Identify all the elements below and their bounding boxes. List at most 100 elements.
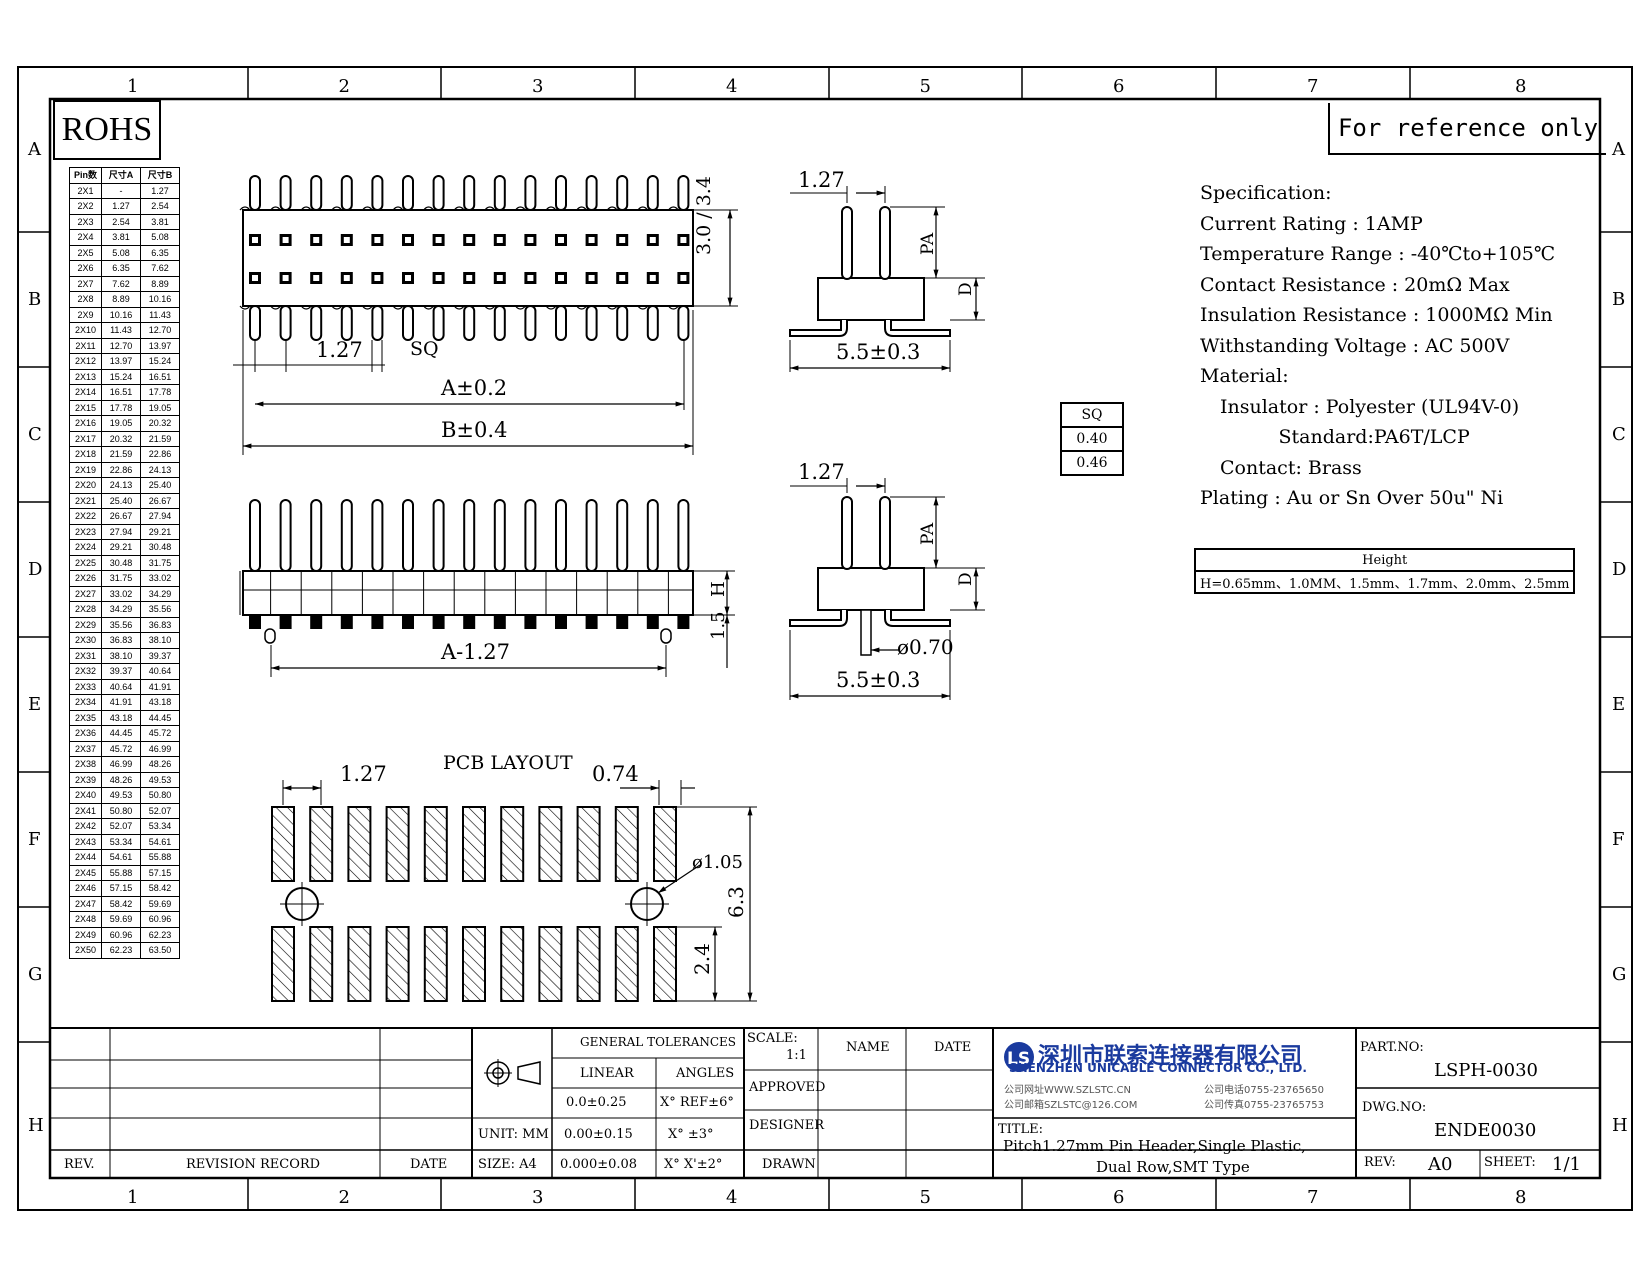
company-name-cn: 深圳市联索连接器有限公司 [1038,1044,1303,1069]
tb-rev-no-label: REV: [1364,1155,1396,1170]
pin-table-cell: 2X48 [69,911,102,928]
sq-table-value: 0.46 [1060,450,1124,476]
zone-col-label: 5 [919,76,931,97]
pin-table-header-cell: Pin数 [69,167,102,184]
company-logo: LS [1004,1042,1034,1072]
dim-pa-2: PA [918,522,938,545]
pin-table-cell: 35.56 [101,616,141,633]
pin-table-cell: 59.69 [140,895,180,912]
pin-table-cell: 2X1 [69,182,102,199]
pin-table-cell: 11.43 [140,306,180,323]
spec-voltage: Withstanding Voltage : AC 500V [1200,334,1510,357]
pin-table-cell: 38.10 [140,632,180,649]
pin-table-cell: 54.61 [101,849,141,866]
pin-table-cell: 46.99 [101,756,141,773]
tb-title-label: TITLE: [998,1122,1043,1137]
tb-size: SIZE: A4 [478,1157,537,1172]
pin-table-cell: 5.08 [140,229,180,246]
tb-angles: ANGLES [676,1066,735,1081]
pin-table-cell: 3.81 [140,213,180,230]
pin-table-cell: 2X38 [69,756,102,773]
sq-table-header: SQ [1060,402,1124,428]
tb-sheet-label: SHEET: [1484,1155,1536,1170]
pin-table-cell: 2X36 [69,725,102,742]
pin-table-cell: 1.27 [140,182,180,199]
sq-table-value: 0.40 [1060,426,1124,452]
zone-row-label: H [28,1115,44,1136]
pcb-dim-pad-height: 2.4 [690,943,714,975]
pin-table-header-cell: 尺寸A [101,167,141,184]
zone-ticks [18,67,1632,1210]
company-fax: 公司传真0755-23765753 [1204,1100,1324,1111]
dim-pitch: 1.27 [316,338,363,362]
spec-insulation-resistance: Insulation Resistance : 1000MΩ Min [1200,304,1553,326]
rohs-badge: ROHS [53,100,161,160]
pin-table-cell: 22.86 [140,446,180,463]
pin-table-cell: 2X50 [69,942,102,959]
pin-table-cell: 21.59 [101,446,141,463]
dim-sq: SQ [410,338,439,360]
dim-b: B±0.4 [441,418,508,442]
spec-insulator: Insulator : Polyester (UL94V-0) [1220,395,1520,418]
pin-table-cell: 24.13 [140,461,180,478]
pin-table-cell: 2X11 [69,337,102,354]
pin-table-cell: 27.94 [101,523,141,540]
pin-table-cell: 57.15 [140,864,180,881]
pin-table-cell: 25.40 [140,477,180,494]
height-table-header: Height [1193,548,1576,572]
pin-table-cell: 35.56 [140,601,180,618]
pin-table-cell: 2X22 [69,508,102,525]
pin-table-cell: 48.26 [140,756,180,773]
spec-contact: Contact: Brass [1220,456,1362,479]
pin-table-cell: 44.45 [101,725,141,742]
pin-table-cell: 19.05 [101,415,141,432]
tb-tol-angle: X° ±3° [668,1127,714,1142]
pin-table-cell: 50.80 [101,802,141,819]
pin-table-cell: 44.45 [140,709,180,726]
pin-table-cell: 40.64 [101,678,141,695]
zone-col-label: 6 [1113,76,1125,97]
pin-table-cell: 41.91 [140,678,180,695]
pcb-dim-height: 6.3 [724,886,748,918]
pin-table-cell: 2X32 [69,663,102,680]
zone-row-label: E [28,693,42,715]
pin-table-cell: 31.75 [140,554,180,571]
pin-table-cell: 2X12 [69,353,102,370]
svg-text:LS: LS [1007,1049,1030,1069]
pin-table-cell: 45.72 [101,740,141,757]
pin-table-cell: 7.62 [101,275,141,292]
pin-table-cell: 63.50 [140,942,180,959]
pin-table-cell: 15.24 [140,353,180,370]
tb-designer: DESIGNER [749,1118,824,1133]
pin-table-cell: 17.78 [140,384,180,401]
pin-table-cell: 8.89 [140,275,180,292]
reference-note: For reference only [1328,103,1606,155]
zone-row-label: C [1612,423,1626,445]
pin-table-cell: 50.80 [140,787,180,804]
dim-width: 5.5±0.3 [836,340,921,364]
pin-table-cell: 2X24 [69,539,102,556]
pin-table-cell: 2X30 [69,632,102,649]
pin-table-cell: 2X21 [69,492,102,509]
company-web: 公司网址WWW.SZLSTC.CN [1004,1085,1131,1096]
tb-approved: APPROVED [749,1080,826,1095]
pin-table-cell: 2X5 [69,244,102,261]
pin-table-cell: 34.29 [140,585,180,602]
